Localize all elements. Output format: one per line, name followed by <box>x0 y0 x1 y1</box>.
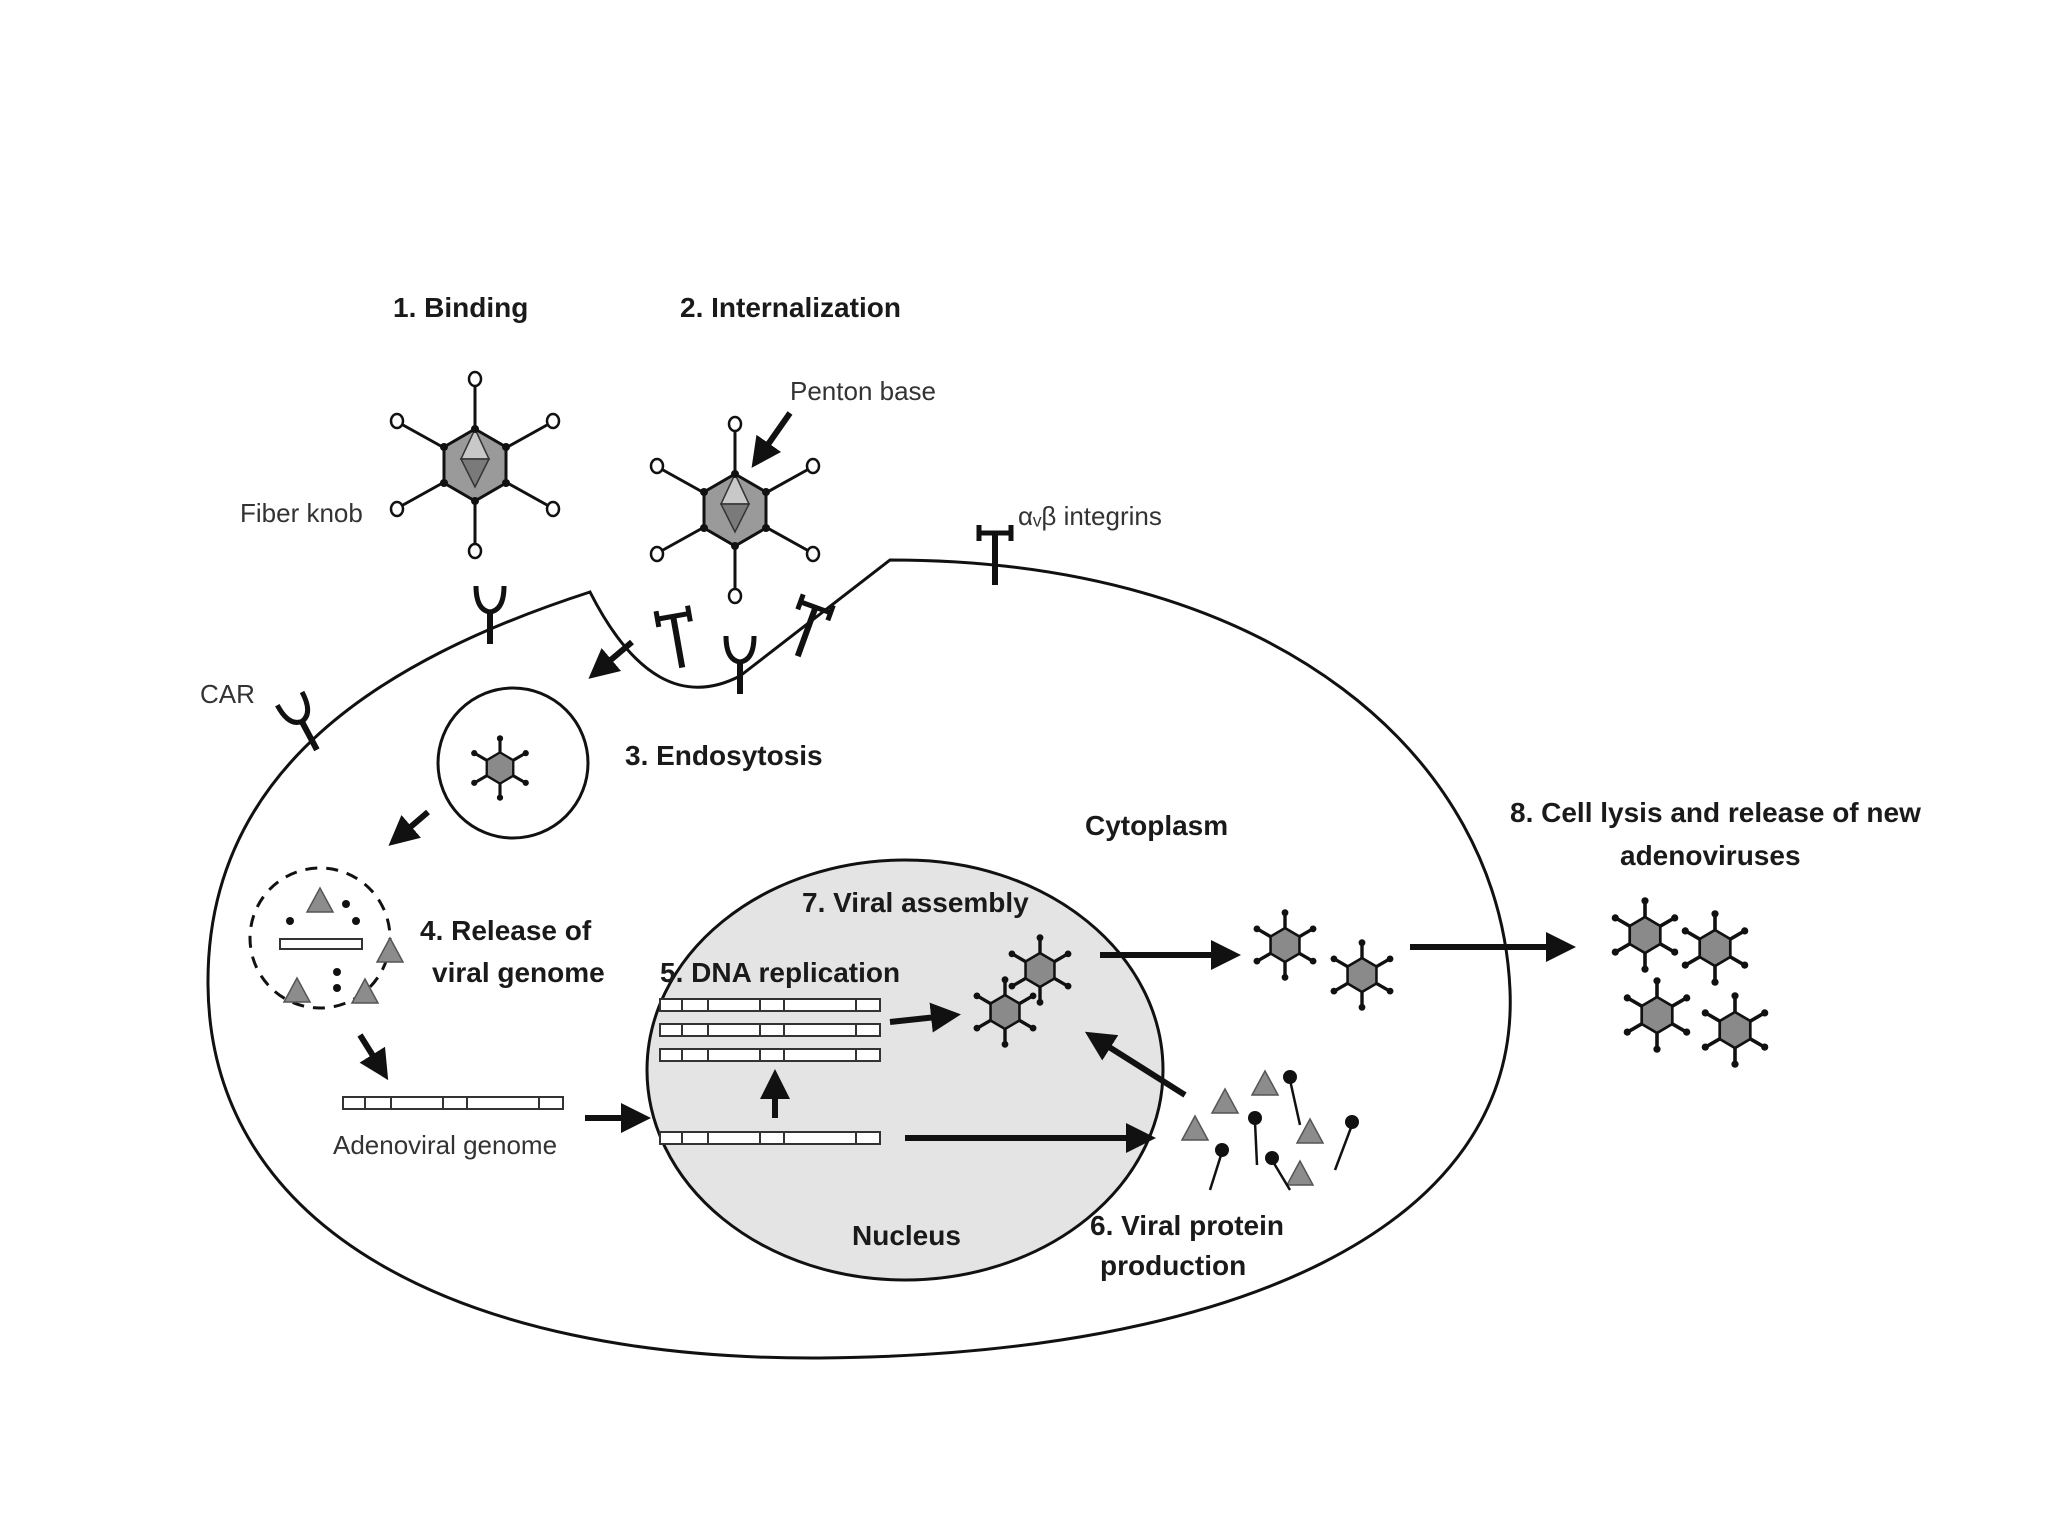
step-protein-line2: production <box>1100 1250 1246 1281</box>
label-fiber-knob: Fiber knob <box>240 498 363 528</box>
adenoviral-genome-strip <box>342 1096 564 1110</box>
step-lysis-line2: adenoviruses <box>1620 840 1801 871</box>
step-binding: 1. Binding <box>393 292 528 323</box>
replicated-genomes <box>659 998 881 1062</box>
released-genome-strip <box>279 938 363 950</box>
step-lysis-line1: 8. Cell lysis and release of new <box>1510 797 1921 828</box>
arrow-proteins-to-assembly <box>1084 1031 1187 1098</box>
step-endosytosis: 3. Endosytosis <box>625 740 823 771</box>
arrow-to-genome <box>357 1033 389 1081</box>
integrin-left <box>656 606 698 671</box>
arrow-to-endosome <box>588 639 634 679</box>
step-release-line1: 4. Release of <box>420 915 592 946</box>
label-nucleus: Nucleus <box>852 1220 961 1251</box>
viral-proteins <box>1181 1070 1359 1191</box>
released-virions <box>1609 895 1771 1070</box>
step-assembly: 7. Viral assembly <box>802 887 1029 918</box>
penton-pointer-arrow <box>751 411 793 468</box>
arrow-to-assembly <box>889 1002 961 1033</box>
nucleus <box>645 858 1165 1282</box>
step-protein-line1: 6. Viral protein <box>1090 1210 1284 1241</box>
step-release-line2: viral genome <box>432 957 605 988</box>
step-dna-replication: 5. DNA replication <box>660 957 900 988</box>
label-adenoviral-genome: Adenoviral genome <box>333 1130 557 1160</box>
step-internalization: 2. Internalization <box>680 292 901 323</box>
internalizing-virus <box>649 415 821 605</box>
label-penton-base: Penton base <box>790 376 936 406</box>
released-proteins <box>283 887 404 1004</box>
arrows <box>357 411 1576 1153</box>
arrow-to-release <box>388 809 430 846</box>
label-car: CAR <box>200 679 255 709</box>
label-integrins: αᵥβ integrins <box>1018 501 1162 531</box>
label-cytoplasm: Cytoplasm <box>1085 810 1228 841</box>
nuclear-genome-strip <box>659 1131 881 1145</box>
binding-virus <box>389 370 561 560</box>
